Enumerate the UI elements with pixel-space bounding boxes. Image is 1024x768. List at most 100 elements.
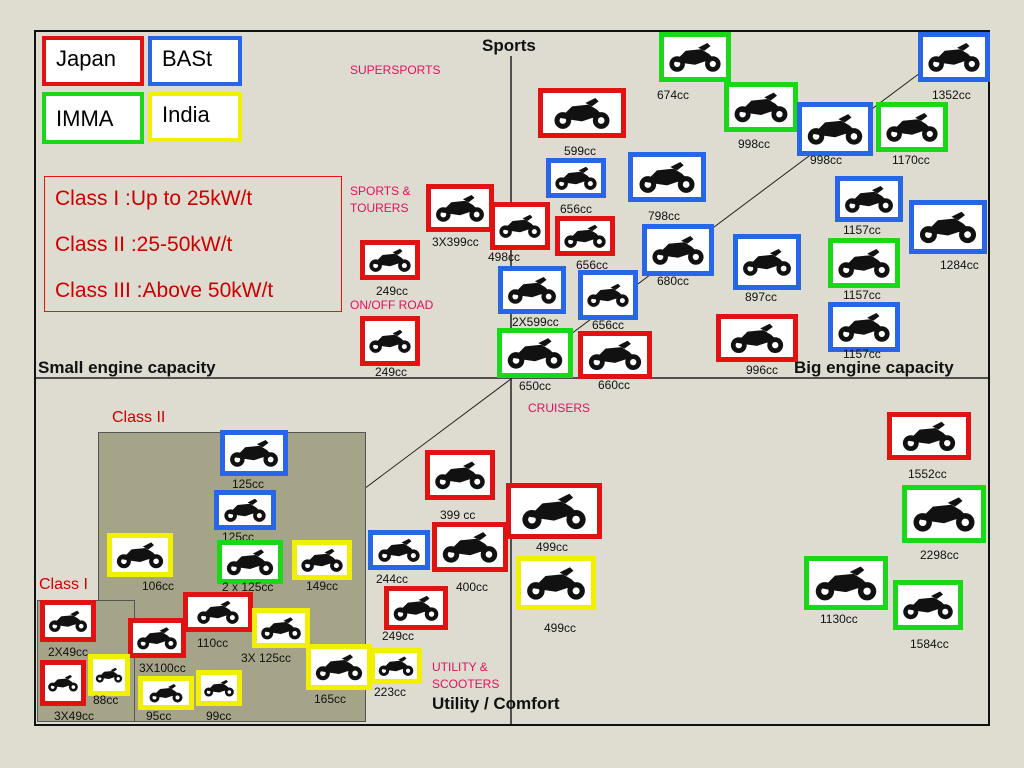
motorcycle-image: [306, 644, 372, 690]
engine-capacity-label: 1130cc: [820, 612, 858, 626]
engine-capacity-label: 1284cc: [940, 258, 979, 272]
motorcycle-image: [835, 176, 903, 222]
engine-capacity-label: 1584cc: [910, 637, 949, 651]
motorcycle-image: [128, 618, 186, 658]
engine-capacity-label: 3X399cc: [432, 235, 479, 249]
engine-capacity-label: 998cc: [738, 137, 771, 151]
motorcycle-image: [217, 540, 283, 584]
motorcycle-image: [40, 660, 86, 706]
axis-big-engine: Big engine capacity: [794, 358, 954, 377]
engine-capacity-label: 1352cc: [932, 88, 971, 102]
class3-text: Class III :Above 50kW/t: [55, 279, 274, 302]
motorcycle-image: [716, 314, 798, 362]
engine-capacity-label: 149cc: [306, 579, 339, 593]
engine-capacity-label: 125cc: [232, 477, 265, 491]
motorcycle-image: [628, 152, 706, 202]
motorcycle-image: [425, 450, 495, 500]
axis-small-engine: Small engine capacity: [38, 358, 216, 377]
motorcycle-image: [360, 316, 420, 366]
motorcycle-image: [360, 240, 420, 280]
engine-capacity-label: 249cc: [376, 284, 409, 298]
engine-capacity-label: 798cc: [648, 209, 681, 223]
motorcycle-image: [538, 88, 626, 138]
motorcycle-image: [40, 600, 96, 642]
motorcycle-image: [138, 676, 194, 710]
engine-capacity-label: 3X100cc: [139, 661, 186, 675]
motorcycle-image: [432, 522, 508, 572]
axis-sports: Sports: [482, 36, 536, 55]
cat-utility-1: UTILITY &: [432, 660, 488, 674]
motorcycle-image: [828, 238, 900, 288]
engine-capacity-label: 110cc: [197, 636, 229, 650]
class2-text: Class II :25-50kW/t: [55, 233, 233, 256]
engine-capacity-label: 2298cc: [920, 548, 959, 562]
legend-imma: IMMA: [42, 92, 144, 144]
motorcycle-image: [659, 32, 731, 82]
engine-capacity-label: 996cc: [746, 363, 779, 377]
engine-capacity-label: 499cc: [536, 540, 569, 554]
motorcycle-image: [578, 331, 652, 379]
engine-capacity-label: 1157cc: [843, 223, 881, 237]
motorcycle-image: [893, 580, 963, 630]
legend-japan: Japan: [42, 36, 144, 86]
motorcycle-image: [642, 224, 714, 276]
engine-capacity-label: 1170cc: [892, 153, 930, 167]
engine-capacity-label: 106cc: [142, 579, 175, 593]
motorcycle-image: [384, 586, 448, 630]
engine-capacity-label: 88cc: [93, 693, 119, 707]
motorcycle-image: [733, 234, 801, 290]
engine-capacity-label: 498cc: [488, 250, 521, 264]
motorcycle-image: [88, 654, 130, 696]
engine-capacity-label: 249cc: [382, 629, 415, 643]
engine-capacity-label: 1157cc: [843, 347, 881, 361]
cat-utility-2: SCOOTERS: [432, 677, 500, 691]
engine-capacity-label: 998cc: [810, 153, 843, 167]
legend-india: India: [148, 92, 242, 142]
motorcycle-image: [887, 412, 971, 460]
power-class-box: Class I :Up to 25kW/t Class II :25-50kW/…: [44, 176, 342, 312]
engine-capacity-label: 656cc: [560, 202, 593, 216]
engine-capacity-label: 3X 125cc: [241, 651, 292, 665]
engine-capacity-label: 1552cc: [908, 467, 947, 481]
motorcycle-image: [546, 158, 606, 198]
cat-sports-tourers-2: TOURERS: [350, 201, 409, 215]
engine-capacity-label: 650cc: [519, 379, 552, 393]
motorcycle-image: [370, 648, 422, 684]
motorcycle-image: [555, 216, 615, 256]
class2-zone-label: Class II: [112, 409, 166, 426]
motorcycle-image: [902, 485, 986, 543]
engine-capacity-label: 1157cc: [843, 288, 881, 302]
motorcycle-image: [214, 490, 276, 530]
motorcycle-image: [183, 592, 253, 632]
motorcycle-image: [196, 670, 242, 706]
motorcycle-image: [516, 556, 596, 610]
cat-onoff-road: ON/OFF ROAD: [350, 298, 434, 312]
motorcycle-image: [724, 82, 798, 132]
axis-utility-comfort: Utility / Comfort: [432, 694, 560, 713]
engine-capacity-label: 99cc: [206, 709, 232, 723]
motorcycle-image: [490, 202, 550, 250]
cat-supersports: SUPERSPORTS: [350, 63, 441, 77]
engine-capacity-label: 95cc: [146, 709, 172, 723]
motorcycle-image: [497, 328, 573, 378]
cat-cruisers: CRUISERS: [528, 401, 591, 415]
engine-capacity-label: 2X599cc: [512, 315, 559, 329]
engine-capacity-label: 400cc: [456, 580, 489, 594]
engine-capacity-label: 656cc: [576, 258, 609, 272]
engine-capacity-label: 656cc: [592, 318, 625, 332]
motorcycle-image: [107, 533, 173, 577]
engine-capacity-label: 3X49cc: [54, 709, 95, 723]
motorcycle-image: [498, 266, 566, 314]
motorcycle-image: [220, 430, 288, 476]
motorcycle-image: [918, 32, 990, 82]
class1-text: Class I :Up to 25kW/t: [55, 187, 253, 210]
motorcycle-image: [368, 530, 430, 570]
engine-capacity-label: 249cc: [375, 365, 408, 379]
motorcycle-image: [578, 270, 638, 320]
engine-capacity-label: 223cc: [374, 685, 407, 699]
motorcycle-image: [828, 302, 900, 352]
engine-capacity-label: 674cc: [657, 88, 690, 102]
engine-capacity-label: 2 x 125cc: [222, 580, 274, 594]
engine-capacity-label: 897cc: [745, 290, 778, 304]
engine-capacity-label: 2X49cc: [48, 645, 89, 659]
